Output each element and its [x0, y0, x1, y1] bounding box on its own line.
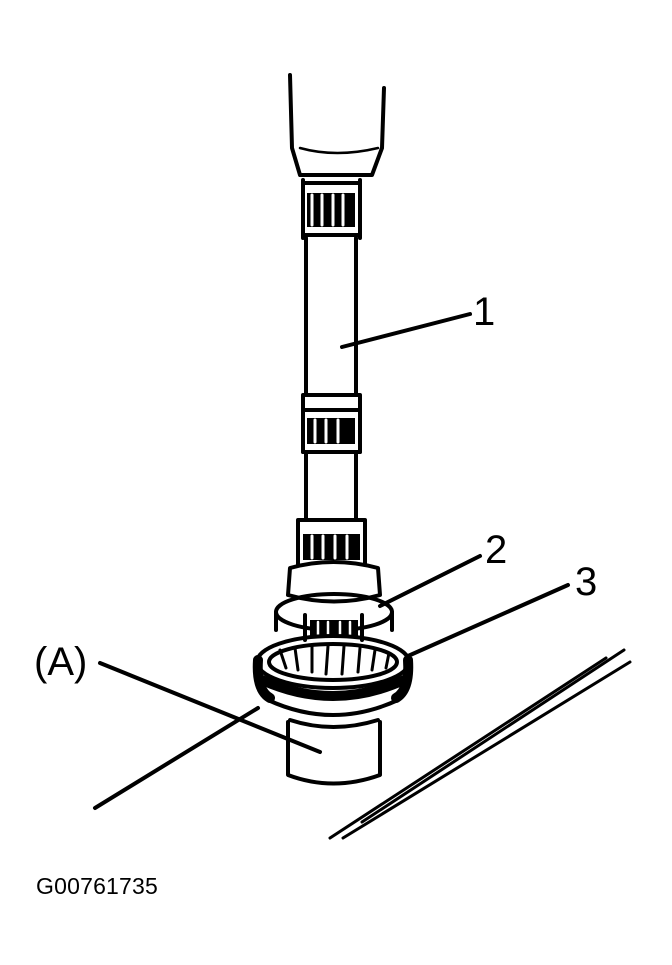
- figure-id: G00761735: [36, 873, 159, 899]
- middle-knurl: [301, 393, 362, 454]
- shaft-upper: [304, 236, 358, 397]
- upper-knurl: [301, 178, 362, 240]
- driver-handle: [288, 73, 386, 177]
- lower-knurl: [296, 518, 367, 567]
- leader-lines: [93, 312, 570, 810]
- bench-edge-line: [93, 706, 260, 810]
- shaft-lower: [304, 450, 358, 522]
- leader-3: [406, 583, 570, 658]
- callout-2: 2: [485, 528, 508, 572]
- base-a: [286, 718, 382, 786]
- leader-a: [98, 661, 322, 754]
- driver-collar: [286, 560, 382, 604]
- housing-flange: [252, 634, 414, 717]
- leader-1: [340, 312, 472, 349]
- callout-a: (A): [34, 640, 88, 684]
- callout-1: 1: [473, 290, 496, 334]
- leader-2: [378, 554, 482, 608]
- bench-lines: [328, 648, 632, 840]
- callout-3: 3: [575, 560, 598, 604]
